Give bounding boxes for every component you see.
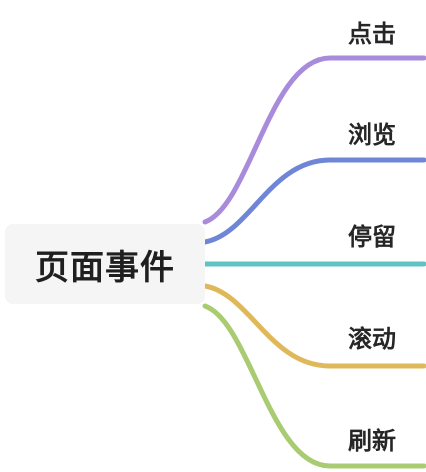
branch-edge-refresh	[202, 303, 426, 469]
branch-label-browse[interactable]: 浏览	[348, 121, 396, 149]
branch-label-refresh[interactable]: 刷新	[348, 427, 396, 455]
branch-label-click[interactable]: 点击	[348, 20, 396, 48]
branch-edge-browse	[202, 157, 426, 245]
branch-edge-scroll	[202, 283, 426, 369]
root-node[interactable]: 页面事件	[5, 224, 205, 304]
root-node-label: 页面事件	[35, 247, 175, 288]
branch-label-scroll[interactable]: 滚动	[348, 325, 396, 353]
branch-edge-click	[202, 55, 426, 225]
branch-label-stay[interactable]: 停留	[348, 223, 396, 251]
